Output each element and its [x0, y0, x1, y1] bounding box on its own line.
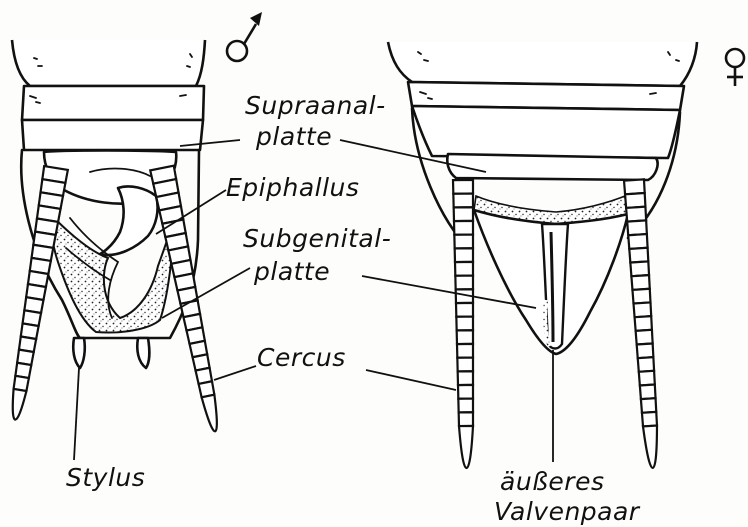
leader-cercus-female — [366, 370, 456, 390]
cercus-segment — [455, 276, 473, 290]
male-tergite-band-1 — [22, 86, 204, 120]
label-supraanalplatte-line2: platte — [255, 122, 332, 151]
label-subgenitalplatte-line2: platte — [253, 257, 330, 286]
label-valvenpaar-line2: Valvenpaar — [494, 497, 641, 526]
cercus-segment — [638, 357, 654, 372]
cercus-segment — [453, 180, 473, 194]
cercus-segment — [630, 261, 649, 276]
cercus-segment — [640, 385, 656, 400]
cercus-segment — [628, 234, 647, 249]
leader-cercus-male — [214, 366, 256, 380]
cercus-segment — [629, 248, 648, 263]
male-stylus-left — [73, 338, 85, 368]
male-tergite-band-2 — [22, 120, 203, 150]
female-supraanal-plate — [447, 154, 657, 180]
cercus-tip — [202, 395, 217, 432]
cercus-segment — [457, 358, 473, 372]
cercus-segment — [626, 207, 646, 222]
cercus-segment — [625, 193, 645, 208]
cercus-segment — [632, 289, 650, 304]
cercus-segment — [639, 371, 655, 386]
cercus-segment — [457, 344, 473, 358]
cercus-segment — [457, 330, 473, 344]
cercus-tip — [459, 426, 473, 468]
cercus-segment — [642, 412, 657, 427]
female-symbol — [726, 49, 744, 86]
cercus-segment — [631, 275, 649, 290]
male-cercus-left — [13, 166, 68, 420]
leader-stylus — [74, 368, 79, 460]
label-stylus: Stylus — [66, 463, 145, 492]
cercus-segment — [458, 399, 473, 413]
cercus-segment — [454, 235, 473, 249]
cercus-segment — [454, 221, 473, 235]
male-stylus-right — [137, 338, 149, 368]
cercus-segment — [634, 302, 652, 317]
label-supraanalplatte-line1: Supraanal- — [245, 91, 386, 120]
cercus-segment — [459, 412, 473, 426]
male-abdominal-segment-upper — [12, 40, 205, 86]
cercus-tip — [643, 426, 657, 468]
cercus-segment — [641, 398, 656, 413]
female-cercus-right — [624, 179, 657, 468]
cercus-segment — [456, 317, 473, 331]
cercus-segment — [624, 179, 645, 194]
cercus-segment — [454, 207, 473, 221]
female-cercus-left — [453, 180, 473, 468]
cercus-segment — [453, 194, 473, 208]
female-abdominal-segment-upper — [388, 42, 697, 86]
cercus-segment — [637, 343, 654, 358]
cercus-tip — [13, 389, 27, 420]
label-epiphallus: Epiphallus — [226, 173, 359, 202]
male-symbol — [227, 12, 262, 61]
label-cercus: Cercus — [257, 343, 346, 372]
label-valvenpaar-line1: äußeres — [500, 467, 604, 496]
label-subgenitalplatte-line1: Subgenital- — [243, 224, 391, 253]
cercus-segment — [636, 330, 653, 345]
cercus-segment — [458, 385, 473, 399]
cercus-segment — [455, 262, 473, 276]
cercus-segment — [458, 371, 473, 385]
female-tergite-band-2 — [412, 106, 680, 158]
cercus-segment — [455, 248, 473, 262]
cercus-segment — [635, 316, 652, 331]
cercus-segment — [456, 303, 473, 317]
cercus-segment — [627, 220, 647, 235]
